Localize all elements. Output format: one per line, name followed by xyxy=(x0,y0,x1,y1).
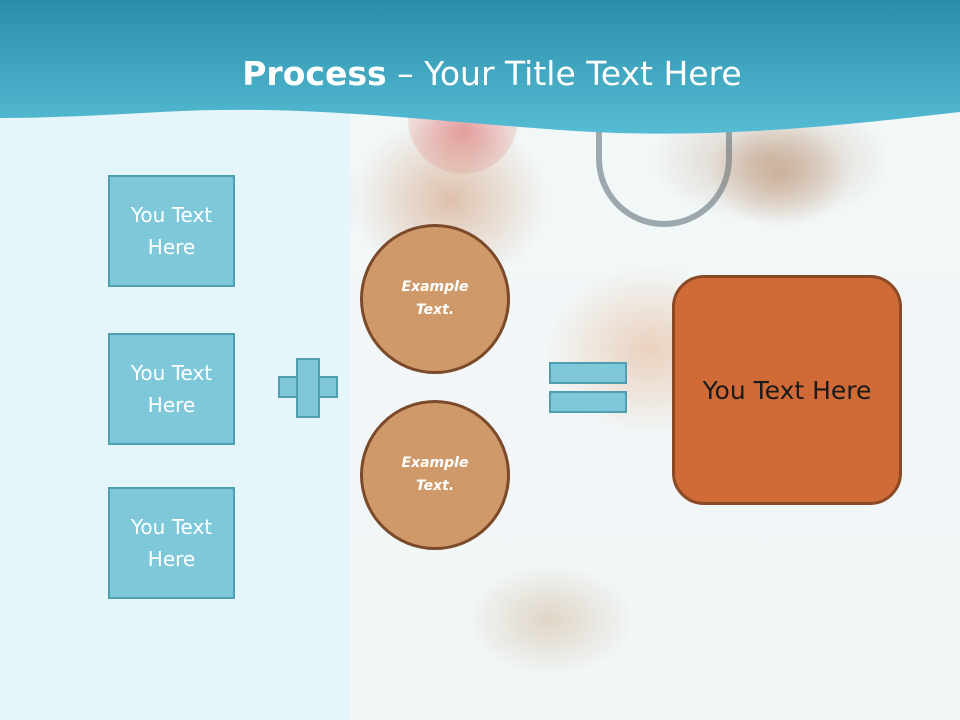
result-box: You Text Here xyxy=(672,275,902,505)
equals-bottom-bar xyxy=(549,391,627,413)
photo-hair xyxy=(700,115,900,265)
result-label: You Text Here xyxy=(702,375,872,405)
example-circle-1: Example Text. xyxy=(360,224,510,374)
equals-top-bar xyxy=(549,362,627,384)
input-box-label: You Text Here xyxy=(130,203,213,259)
header-wave xyxy=(0,0,960,134)
example-circle-2: Example Text. xyxy=(360,400,510,550)
input-box-1: You Text Here xyxy=(108,175,235,287)
input-box-2: You Text Here xyxy=(108,333,235,445)
circle-label: Example Text. xyxy=(401,455,469,494)
title-rest: – Your Title Text Here xyxy=(386,54,742,93)
plus-center xyxy=(298,378,318,396)
circle-label: Example Text. xyxy=(401,279,469,318)
input-box-label: You Text Here xyxy=(130,361,213,417)
title-bold: Process xyxy=(242,54,387,93)
page-title: Process – Your Title Text Here xyxy=(0,54,960,93)
input-box-3: You Text Here xyxy=(108,487,235,599)
input-box-label: You Text Here xyxy=(130,515,213,571)
